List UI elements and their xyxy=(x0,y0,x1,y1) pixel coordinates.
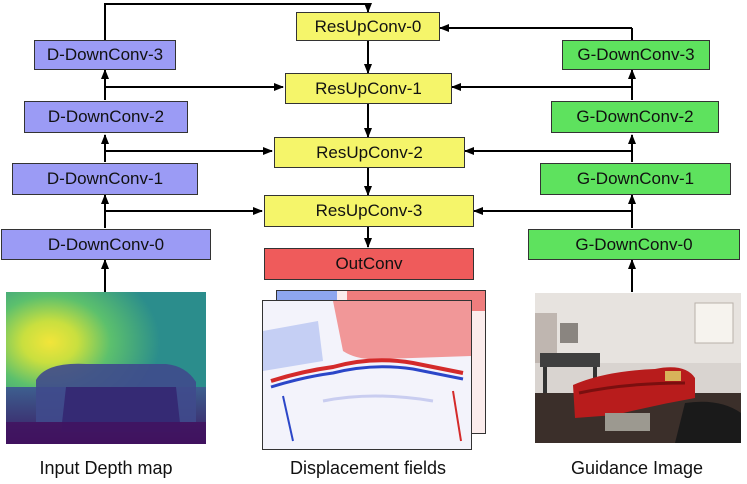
guidance-image xyxy=(535,293,741,443)
outconv-block: OutConv xyxy=(264,248,474,280)
g-downconv-1-block: G-DownConv-1 xyxy=(540,163,731,195)
input-depth-map-image xyxy=(6,292,206,444)
d-downconv-2-block: D-DownConv-2 xyxy=(24,101,188,133)
input-depth-map-caption: Input Depth map xyxy=(39,458,173,478)
resupconv-1-block: ResUpConv-1 xyxy=(285,73,452,104)
g-downconv-2-block: G-DownConv-2 xyxy=(551,101,719,133)
g-downconv-3-block: G-DownConv-3 xyxy=(562,40,710,70)
d-downconv-1-block: D-DownConv-1 xyxy=(12,163,198,195)
guidance-image-caption: Guidance Image xyxy=(570,458,704,478)
resupconv-3-block: ResUpConv-3 xyxy=(264,195,474,227)
displacement-fields-caption: Displacement fields xyxy=(289,458,447,478)
d-downconv-0-block: D-DownConv-0 xyxy=(1,229,211,260)
line-d3-top xyxy=(104,3,368,40)
resupconv-0-block: ResUpConv-0 xyxy=(296,12,440,41)
g-downconv-0-block: G-DownConv-0 xyxy=(528,229,740,260)
displacement-field-front-layer xyxy=(262,300,472,450)
d-downconv-3-block: D-DownConv-3 xyxy=(34,40,176,70)
resupconv-2-block: ResUpConv-2 xyxy=(274,137,465,168)
